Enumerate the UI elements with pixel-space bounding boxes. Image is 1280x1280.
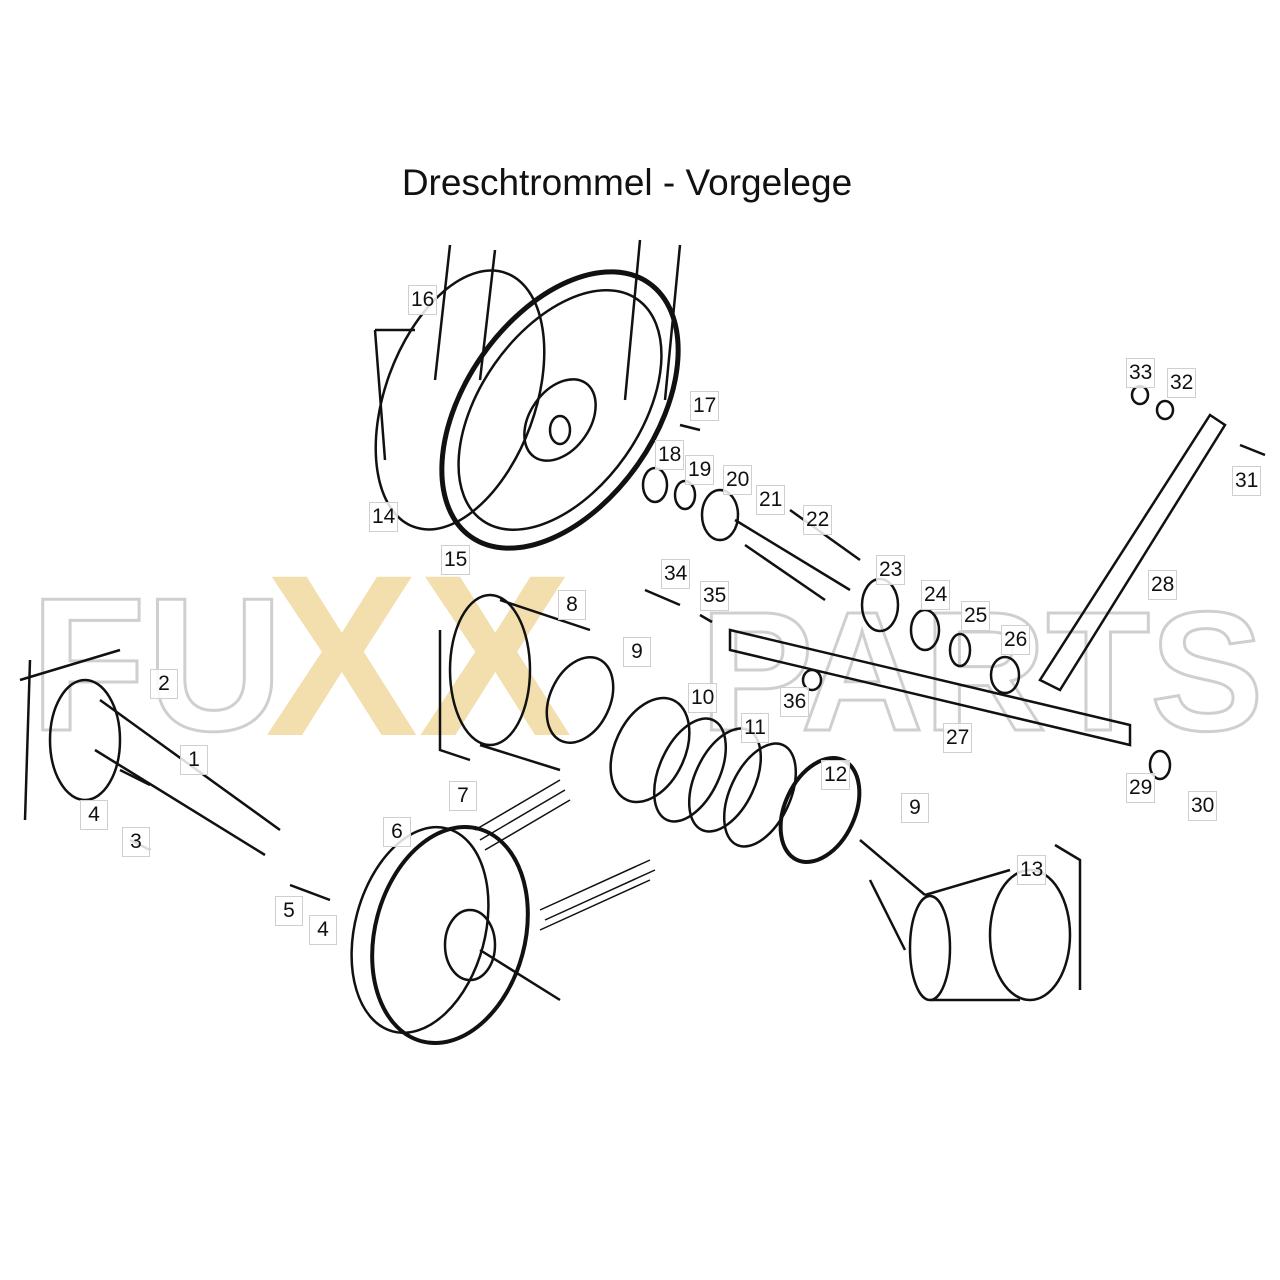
part-label-36[interactable]: 36: [780, 687, 810, 717]
part-label-15[interactable]: 15: [441, 545, 471, 575]
part-label-24[interactable]: 24: [921, 580, 951, 610]
belt-hatching: [474, 779, 656, 931]
spring-and-cam: [545, 656, 862, 864]
part-label-4[interactable]: 4: [80, 800, 108, 830]
part-label-10[interactable]: 10: [688, 683, 718, 713]
part-label-11[interactable]: 11: [741, 713, 769, 743]
upper-pulley: [373, 269, 681, 551]
part-label-27[interactable]: 27: [943, 723, 973, 753]
part-label-25[interactable]: 25: [961, 601, 991, 631]
part-label-14[interactable]: 14: [369, 502, 399, 532]
part-label-26[interactable]: 26: [1001, 625, 1031, 655]
part-label-21[interactable]: 21: [756, 485, 786, 515]
part-label-3[interactable]: 3: [122, 827, 150, 857]
cup-housing: [859, 839, 1082, 1002]
part-label-18[interactable]: 18: [655, 440, 685, 470]
part-label-30[interactable]: 30: [1188, 791, 1218, 821]
part-label-16[interactable]: 16: [408, 285, 438, 315]
drum-hub: [438, 593, 591, 772]
part-label-29[interactable]: 29: [1126, 773, 1156, 803]
part-label-5[interactable]: 5: [275, 896, 303, 926]
part-label-20[interactable]: 20: [723, 465, 753, 495]
part-label-13[interactable]: 13: [1017, 855, 1047, 885]
part-label-8[interactable]: 8: [558, 590, 586, 620]
part-label-7[interactable]: 7: [449, 781, 477, 811]
part-label-22[interactable]: 22: [803, 505, 833, 535]
part-label-12[interactable]: 12: [821, 760, 851, 790]
part-label-33[interactable]: 33: [1126, 358, 1156, 388]
part-label-23[interactable]: 23: [876, 555, 906, 585]
part-label-31[interactable]: 31: [1232, 466, 1262, 496]
part-label-4[interactable]: 4: [309, 915, 337, 945]
page-title: Dreschtrommel - Vorgelege: [401, 162, 853, 203]
lever-and-arm: [644, 384, 1266, 781]
part-label-9[interactable]: 9: [623, 637, 651, 667]
part-label-1[interactable]: 1: [180, 745, 208, 775]
part-label-35[interactable]: 35: [700, 581, 730, 611]
part-label-9[interactable]: 9: [901, 793, 929, 823]
part-label-17[interactable]: 17: [690, 391, 720, 421]
part-label-32[interactable]: 32: [1167, 368, 1197, 398]
part-label-6[interactable]: 6: [383, 817, 411, 847]
lower-pulley: [350, 824, 561, 1046]
part-label-2[interactable]: 2: [150, 669, 178, 699]
part-label-19[interactable]: 19: [685, 455, 715, 485]
part-label-28[interactable]: 28: [1148, 570, 1178, 600]
part-label-34[interactable]: 34: [661, 559, 691, 589]
